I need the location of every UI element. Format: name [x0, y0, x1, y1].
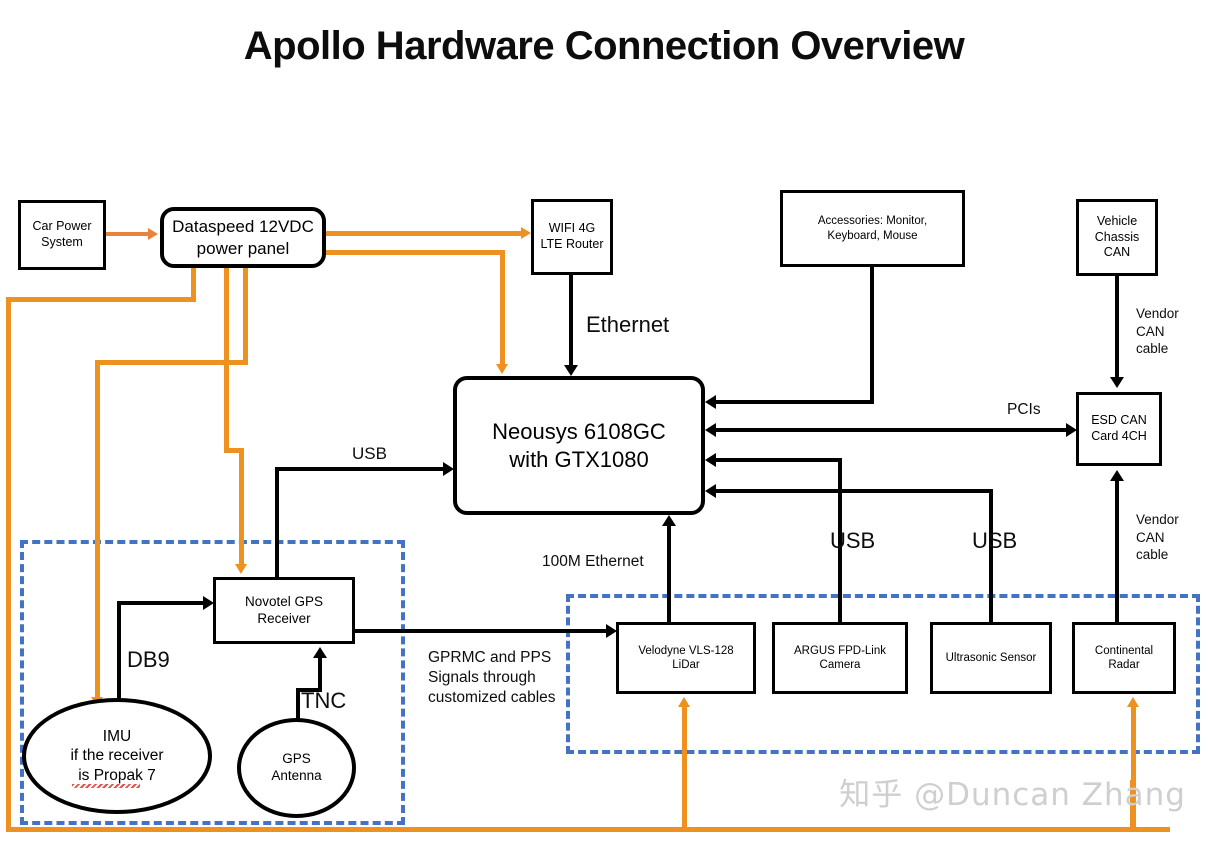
wire-camera-h: [715, 458, 842, 462]
node-gps-antenna-label: GPS Antenna: [271, 751, 322, 783]
edge-label-ethernet: Ethernet: [586, 312, 670, 337]
node-vehicle-chassis-can-label: Vehicle Chassis CAN: [1094, 214, 1140, 260]
node-wifi-router[interactable]: WIFI 4G LTE Router: [531, 199, 613, 275]
node-dataspeed-power-panel-label: Dataspeed 12VDC power panel: [172, 217, 314, 258]
wire-ultrasonic-v: [989, 489, 993, 624]
spellcheck-underline-propak: [72, 784, 140, 788]
node-ultrasonic-sensor-label: Ultrasonic Sensor: [945, 651, 1037, 664]
wire-chassis-to-esd: [1115, 276, 1119, 379]
node-velodyne-lidar-label: Velodyne VLS-128 LiDar: [638, 644, 734, 671]
arrowhead-novotel-to-lidar: [606, 624, 617, 638]
power-bus-bottom-horizontal: [6, 827, 1170, 832]
wire-dataspeed-to-neousys-h: [326, 250, 505, 255]
wire-radar-to-esd: [1115, 480, 1119, 622]
arrowhead-power-to-lidar: [678, 697, 690, 707]
wire-antenna-tnc-v1: [296, 688, 300, 723]
node-novotel-gps-receiver-label: Novotel GPS Receiver: [244, 593, 324, 626]
wire-ultrasonic-h: [715, 489, 993, 493]
node-imu-label: IMU if the receiver is Propak 7: [70, 727, 164, 784]
wire-lidar-to-neousys: [667, 525, 671, 624]
edge-label-100m-ethernet: 100M Ethernet: [542, 553, 644, 570]
wire-accessories-h: [715, 400, 874, 404]
edge-label-usb-left: USB: [352, 444, 387, 463]
wire-imu-db9-v: [117, 601, 121, 706]
node-imu[interactable]: IMU if the receiver is Propak 7: [22, 698, 212, 814]
localization-group-box: [20, 540, 405, 825]
arrowhead-car-power-to-dataspeed: [148, 228, 158, 240]
node-neousys-ipc-label: Neousys 6108GC with GTX1080: [492, 419, 666, 472]
power-bus-stub-top: [6, 297, 196, 302]
wire-novotel-to-lidar: [355, 629, 606, 633]
wire-accessories-v: [870, 267, 874, 403]
arrowhead-camera-to-neousys: [705, 453, 716, 467]
wire-novotel-usb-h: [275, 467, 443, 471]
wire-esd-to-neousys: [715, 428, 1067, 432]
edge-label-usb-ultrasonic: USB: [972, 528, 1018, 553]
wire-dataspeed-drop2-v1: [243, 267, 248, 364]
wire-dataspeed-to-router: [326, 231, 526, 236]
edge-label-vendor-can-cable-bottom: Vendor CAN cable: [1136, 512, 1179, 563]
wire-camera-v: [838, 458, 842, 624]
arrowhead-esd-to-neousys-right: [1066, 423, 1077, 437]
node-esd-can-card-label: ESD CAN Card 4CH: [1091, 413, 1147, 443]
wire-dataspeed-drop3-v2: [239, 448, 244, 566]
edge-label-gprmc: GPRMC and PPS Signals through customized…: [428, 649, 556, 707]
node-velodyne-lidar[interactable]: Velodyne VLS-128 LiDar: [616, 622, 756, 694]
power-bus-left-vertical: [6, 297, 11, 832]
node-ultrasonic-sensor[interactable]: Ultrasonic Sensor: [930, 622, 1052, 694]
wire-dataspeed-drop3-h: [224, 448, 244, 453]
page-title: Apollo Hardware Connection Overview: [243, 24, 965, 68]
wire-power-to-radar-v: [1131, 707, 1136, 832]
wire-router-to-neousys: [569, 275, 573, 367]
perception-group-box: [566, 594, 1200, 754]
wire-dataspeed-to-neousys-v: [500, 250, 505, 366]
wire-antenna-tnc-v2: [318, 657, 322, 690]
arrowhead-radar-to-esd: [1110, 470, 1124, 481]
wire-dataspeed-drop2-v2: [95, 360, 100, 699]
edge-label-db9: DB9: [127, 647, 170, 672]
wire-imu-db9-h: [117, 601, 203, 605]
node-wifi-router-label: WIFI 4G LTE Router: [540, 221, 604, 251]
node-argus-camera[interactable]: ARGUS FPD-Link Camera: [772, 622, 908, 694]
edge-label-tnc: TNC: [301, 688, 347, 713]
wire-novotel-usb-v: [275, 467, 279, 577]
node-continental-radar-label: Continental Radar: [1094, 644, 1154, 671]
node-accessories[interactable]: Accessories: Monitor, Keyboard, Mouse: [780, 190, 965, 267]
node-vehicle-chassis-can[interactable]: Vehicle Chassis CAN: [1076, 199, 1158, 276]
wire-dataspeed-drop1-v: [191, 267, 196, 302]
node-gps-antenna[interactable]: GPS Antenna: [237, 718, 356, 818]
arrowhead-router-to-neousys: [564, 365, 578, 376]
arrowhead-chassis-to-esd: [1110, 377, 1124, 388]
wire-car-power-to-dataspeed: [106, 232, 150, 236]
node-continental-radar[interactable]: Continental Radar: [1072, 622, 1176, 694]
node-accessories-label: Accessories: Monitor, Keyboard, Mouse: [817, 215, 928, 242]
wire-antenna-tnc-h: [296, 688, 322, 692]
arrowhead-power-to-radar: [1127, 697, 1139, 707]
node-esd-can-card[interactable]: ESD CAN Card 4CH: [1076, 392, 1162, 466]
node-argus-camera-label: ARGUS FPD-Link Camera: [793, 644, 887, 671]
node-neousys-ipc[interactable]: Neousys 6108GC with GTX1080: [453, 376, 705, 515]
arrowhead-ultrasonic-to-neousys: [705, 484, 716, 498]
arrowhead-antenna-to-novotel: [313, 647, 327, 658]
watermark: 知乎 @Duncan Zhang: [839, 777, 1186, 813]
arrowhead-esd-to-neousys-left: [705, 423, 716, 437]
arrowhead-dataspeed-to-novotel: [235, 564, 247, 574]
node-dataspeed-power-panel[interactable]: Dataspeed 12VDC power panel: [160, 207, 326, 268]
edge-label-vendor-can-cable-top: Vendor CAN cable: [1136, 306, 1179, 357]
arrowhead-novotel-to-neousys: [443, 462, 454, 476]
arrowhead-lidar-to-neousys: [662, 515, 676, 526]
wire-power-to-lidar-v: [682, 707, 687, 832]
wire-dataspeed-drop3-v1: [224, 267, 229, 452]
edge-label-usb-camera: USB: [830, 528, 876, 553]
arrowhead-imu-to-novotel: [203, 596, 214, 610]
arrowhead-accessories-to-neousys: [705, 395, 716, 409]
arrowhead-dataspeed-to-neousys: [496, 364, 508, 374]
wire-dataspeed-drop2-h: [95, 360, 248, 365]
arrowhead-dataspeed-to-router: [521, 227, 531, 239]
node-car-power-system-label: Car Power System: [32, 219, 92, 249]
node-novotel-gps-receiver[interactable]: Novotel GPS Receiver: [213, 577, 355, 644]
node-car-power-system[interactable]: Car Power System: [18, 200, 106, 270]
edge-label-pcis: PCIs: [1007, 401, 1041, 418]
